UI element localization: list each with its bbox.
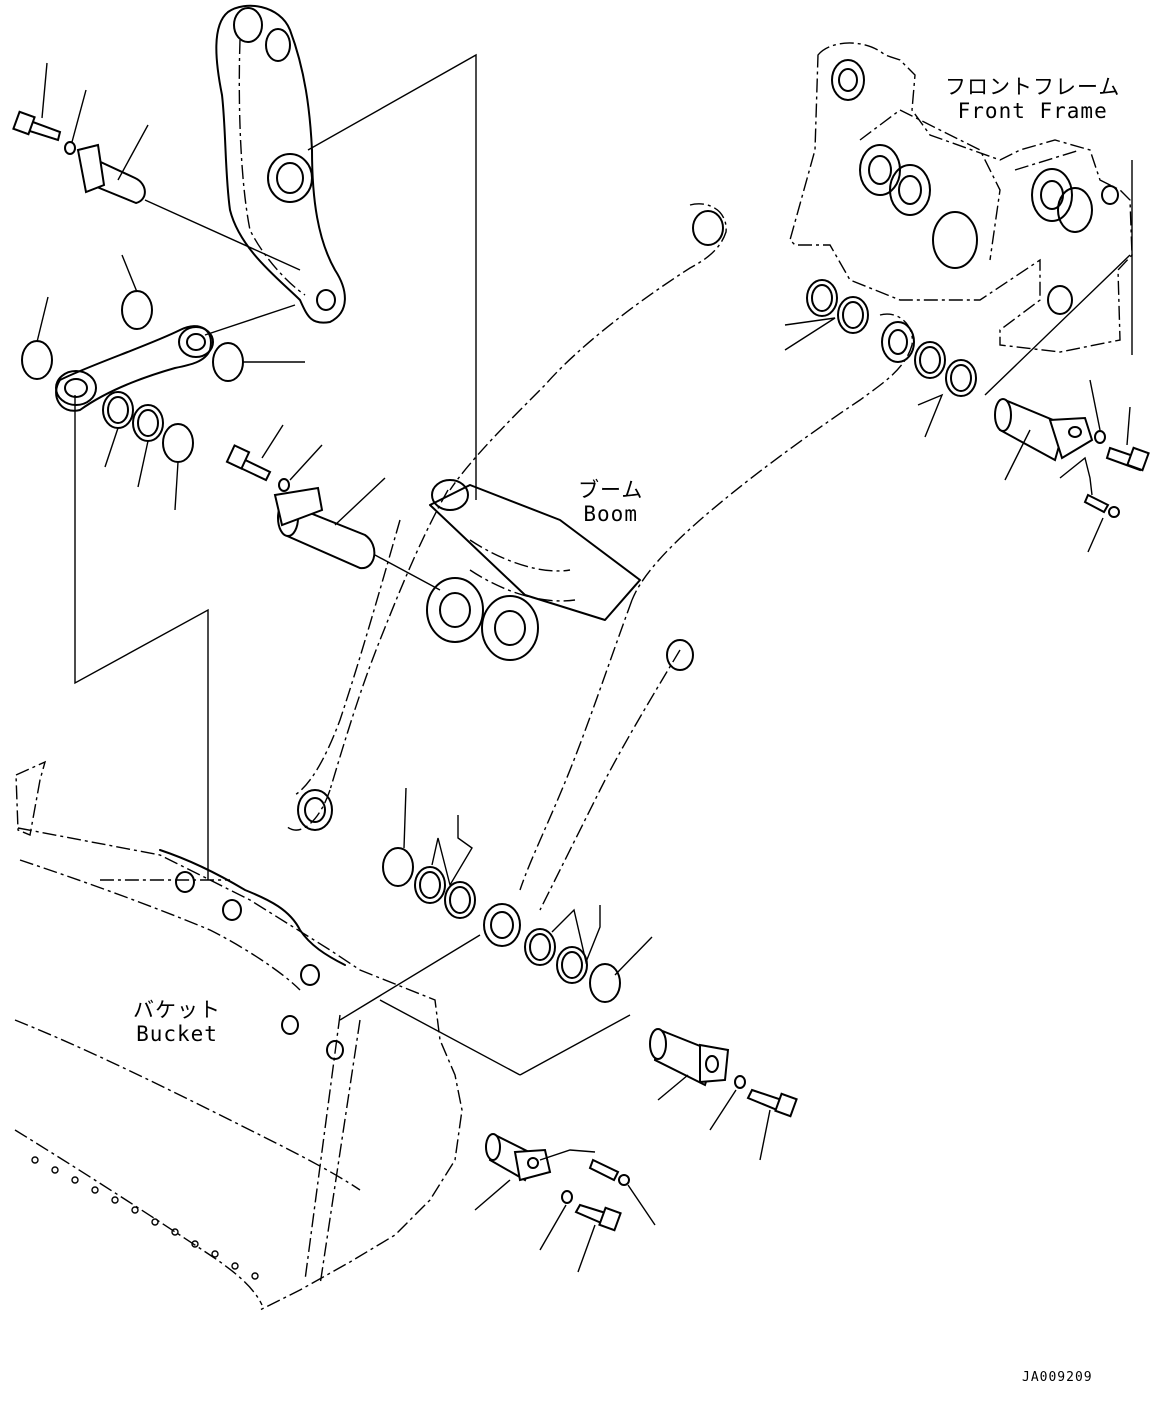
bolts (12, 110, 1150, 1232)
front-frame-label-en: Front Frame (957, 99, 1108, 123)
boom-label-jp: ブーム (578, 478, 644, 502)
boom-label-en: Boom (583, 502, 638, 526)
boom (284, 203, 915, 947)
bell-crank-link (215, 4, 346, 324)
boom-label: ブーム Boom (578, 478, 643, 526)
bucket (14, 760, 463, 1311)
front-frame-label-jp: フロントフレーム (945, 75, 1121, 99)
front-frame (789, 42, 1133, 353)
connecting-link (55, 325, 214, 412)
leader-lines (36, 62, 1131, 1273)
bucket-label: バケット Bucket (133, 998, 221, 1046)
bucket-label-en: Bucket (136, 1022, 218, 1046)
drawing-code: JA009209 (1022, 1370, 1093, 1385)
pins (76, 143, 1094, 1182)
bucket-label-jp: バケット (133, 998, 221, 1022)
guide-lines (74, 53, 1133, 1076)
bucket-bolt-holes (31, 1156, 259, 1280)
front-frame-label: フロントフレーム Front Frame (945, 75, 1120, 123)
